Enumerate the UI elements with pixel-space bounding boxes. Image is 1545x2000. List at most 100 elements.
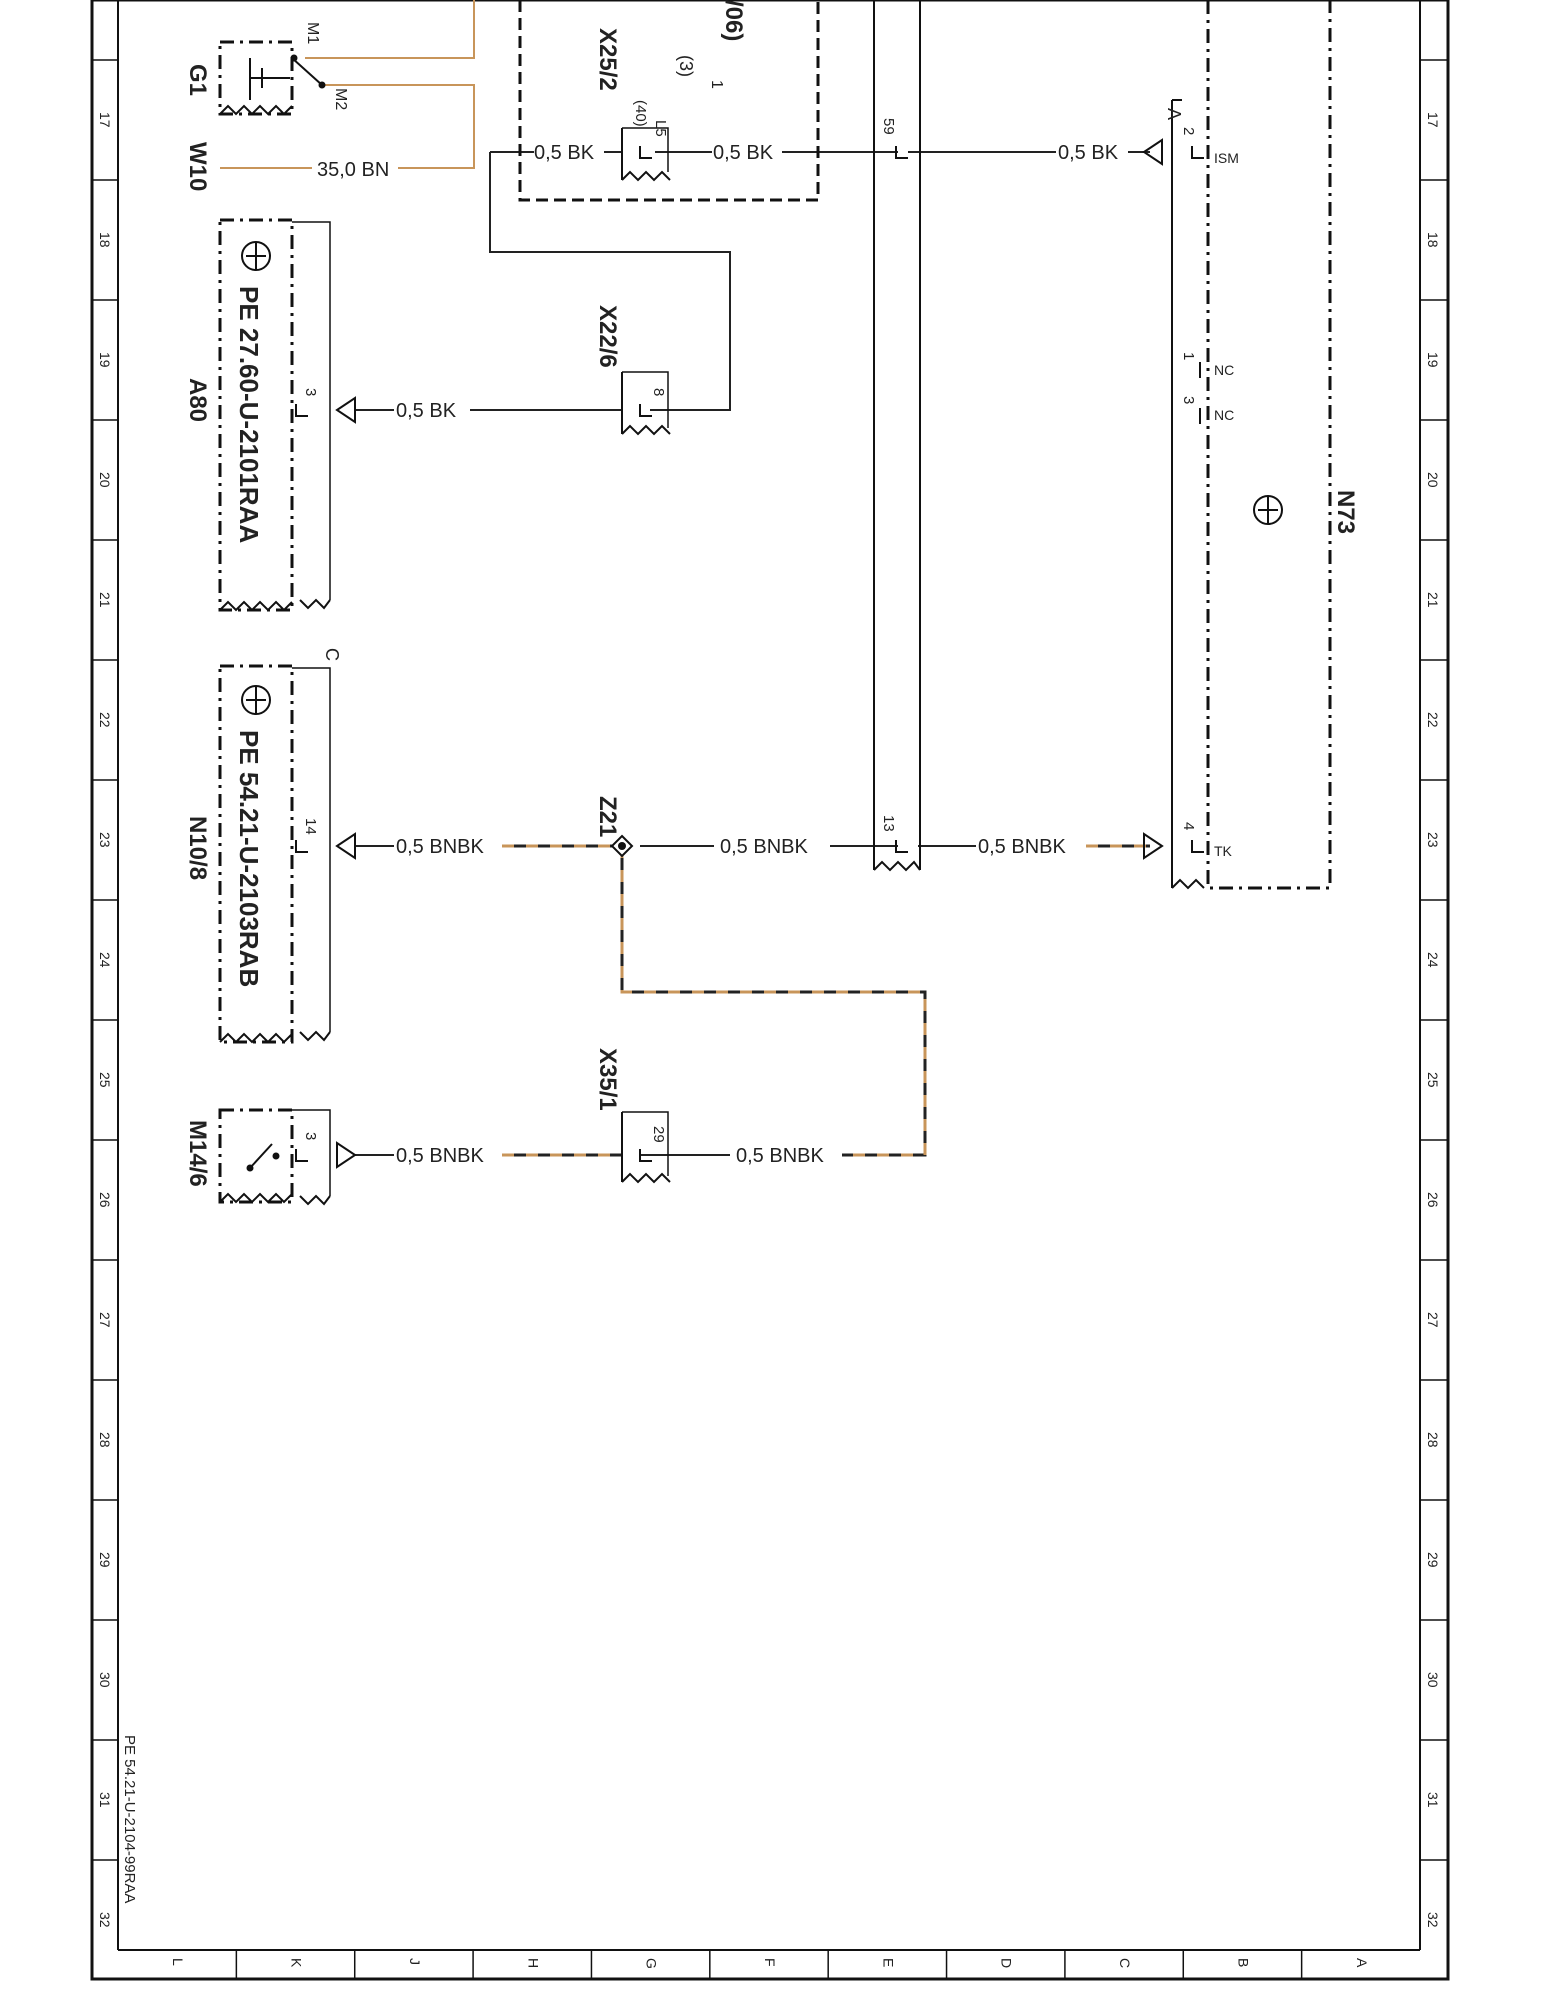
row-number: 31 — [97, 1792, 113, 1808]
n73-nc1-label: NC — [1214, 362, 1234, 378]
a80-label: A80 — [184, 378, 211, 422]
bus-n73-wire-label: 0,5 BNBK — [978, 836, 1066, 858]
n10-8-module-housing — [218, 664, 331, 1044]
row-number: 26 — [97, 1192, 113, 1208]
n73-pin-2: 2 — [1180, 127, 1197, 135]
z21-bus-wire-label: 0,5 BNBK — [720, 836, 808, 858]
n10-8-pin-14: 14 — [302, 818, 319, 835]
x25-pin-40: (40) — [632, 100, 649, 127]
x25-pin-3: (3) — [676, 55, 696, 77]
row-number: 29 — [97, 1552, 113, 1568]
row-number: 20 — [97, 472, 113, 488]
row-number: 28 — [97, 1432, 113, 1448]
x35-1-connector — [621, 1111, 671, 1184]
a80-wire-label: 0,5 BK — [396, 400, 457, 422]
m14-6-pin-3: 3 — [302, 1132, 319, 1140]
n10-8-pin-c: C — [322, 648, 342, 661]
n10-8-pin-arrow — [335, 832, 356, 860]
column-letter: D — [999, 1958, 1015, 1968]
row-number: 17 — [97, 112, 113, 128]
m14-6-label: M14/6 — [184, 1120, 211, 1187]
m14-6-pin-arrow — [336, 1141, 357, 1169]
x35-pin-29: 29 — [650, 1126, 667, 1143]
column-letter: H — [525, 1958, 541, 1968]
n73-pin-3: 3 — [1180, 396, 1197, 404]
n10-8-ref[interactable]: PE 54.21-U-2103RAB — [234, 730, 264, 987]
a80-pin-arrow — [335, 396, 356, 424]
row-number: 26 — [1425, 1192, 1441, 1208]
x35-z21-wire-label: 0,5 BNBK — [736, 1145, 824, 1167]
row-number: 27 — [97, 1312, 113, 1328]
doc-id: PE 54.21-U-2104-99RAA — [121, 1735, 138, 1903]
row-number: 25 — [1425, 1072, 1441, 1088]
n73-module-housing — [1171, 0, 1332, 890]
sheet-frame — [90, 0, 1450, 1981]
row-number: 32 — [1425, 1912, 1441, 1928]
row-number: 17 — [1425, 112, 1441, 128]
row-number: 24 — [97, 952, 113, 968]
row-grid-ticks — [92, 59, 1448, 1861]
w10-label: W10 — [184, 142, 211, 191]
m14-x35-wire-label: 0,5 BNBK — [396, 1145, 484, 1167]
column-letter: E — [880, 1958, 896, 1967]
n73-ism-wire-label: 0,5 BK — [1058, 142, 1119, 164]
n73-tk-arrow — [1143, 832, 1164, 860]
row-number: 23 — [97, 832, 113, 848]
row-number: 30 — [97, 1672, 113, 1688]
m14-6-switch-housing — [218, 1108, 331, 1206]
x25-in-wire-label: 0,5 BK — [534, 142, 595, 164]
n73-ism-arrow — [1142, 138, 1163, 166]
row-number: 30 — [1425, 1672, 1441, 1688]
g1-m2-label: M2 — [332, 88, 349, 110]
z21-label: Z21 — [594, 796, 621, 837]
row-number: 29 — [1425, 1552, 1441, 1568]
row-number: 19 — [97, 352, 113, 368]
row-number: 22 — [1425, 712, 1441, 728]
n73-pin-1: 1 — [1180, 352, 1197, 360]
x25-2-top-label: /06) — [720, 0, 747, 41]
x35-1-label: X35/1 — [594, 1048, 621, 1111]
column-letter: B — [1235, 1958, 1251, 1967]
bus-pin-13: 13 — [880, 815, 897, 832]
n73-tk-label: TK — [1214, 843, 1233, 859]
row-number: 27 — [1425, 1312, 1441, 1328]
x25-2-connector-housing — [518, 0, 820, 202]
g1-m1-label: M1 — [304, 22, 321, 44]
a80-ref[interactable]: PE 27.60-U-2101RAA — [234, 286, 264, 543]
row-number: 24 — [1425, 952, 1441, 968]
column-letter: L — [170, 1958, 186, 1966]
n10-z21-wire-label: 0,5 BNBK — [396, 836, 484, 858]
n73-label: N73 — [1332, 490, 1359, 534]
row-number: 32 — [97, 1912, 113, 1928]
x25-pin-1: 1 — [708, 80, 725, 89]
row-number: 22 — [97, 712, 113, 728]
row-number: 20 — [1425, 472, 1441, 488]
n73-pin-4: 4 — [1180, 822, 1197, 830]
column-letter: K — [289, 1958, 305, 1968]
row-number: 21 — [1425, 592, 1441, 608]
column-letter: F — [762, 1958, 778, 1967]
row-number: 31 — [1425, 1792, 1441, 1808]
row-number: 18 — [1425, 232, 1441, 248]
x25-2-label: X25/2 — [594, 28, 621, 91]
a80-pin-3: 3 — [302, 388, 319, 396]
g1-label: G1 — [184, 64, 211, 96]
row-number: 23 — [1425, 832, 1441, 848]
row-number: 21 — [97, 592, 113, 608]
row-number: 19 — [1425, 352, 1441, 368]
x22-6-label: X22/6 — [594, 305, 621, 368]
n10-8-label: N10/8 — [184, 816, 211, 880]
n73-nc2-label: NC — [1214, 407, 1234, 423]
x25-out-wire-label: 0,5 BK — [713, 142, 774, 164]
column-letter: C — [1117, 1958, 1133, 1968]
g1-battery-symbol — [218, 40, 326, 116]
row-number: 28 — [1425, 1432, 1441, 1448]
row-number: 25 — [97, 1072, 113, 1088]
x25-pin-l5: L5 — [652, 120, 669, 137]
bus-connector-e — [873, 0, 921, 872]
column-letter: G — [644, 1958, 660, 1969]
row-number: 18 — [97, 232, 113, 248]
